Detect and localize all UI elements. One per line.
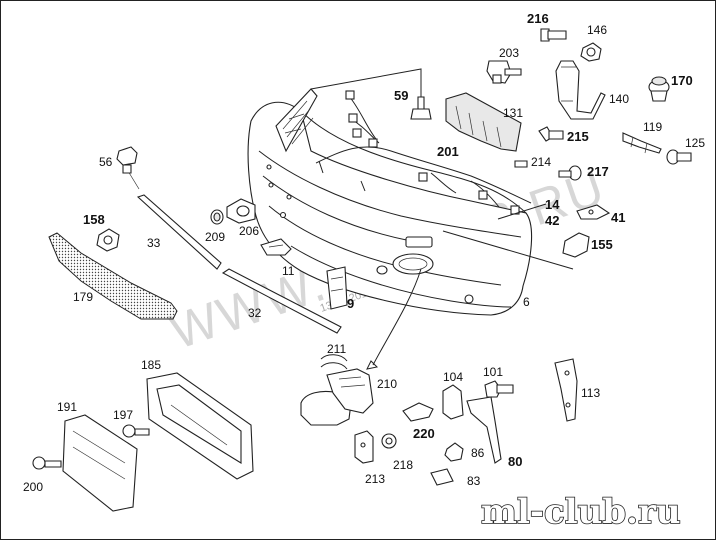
brand-watermark: ml-club.ru [481, 492, 681, 532]
fog-lamp-210 [300, 368, 374, 426]
callout-113: 113 [581, 386, 600, 400]
callout-104: 104 [443, 370, 463, 384]
callout-140: 140 [609, 92, 629, 106]
callout-209: 209 [205, 230, 225, 244]
pin-125 [666, 149, 692, 165]
callout-labels: 6 9 11 14 32 33 41 42 56 59 80 83 86 101… [23, 11, 705, 494]
strip-32 [221, 268, 342, 334]
callout-206: 206 [239, 224, 259, 238]
callout-217: 217 [587, 164, 609, 179]
wiring-harness-201 [315, 90, 532, 215]
callout-56: 56 [99, 155, 113, 169]
bumper-cover-6 [247, 88, 533, 316]
callout-32: 32 [248, 306, 262, 320]
bracket-131 [445, 92, 522, 152]
nut-158 [96, 228, 120, 252]
nut-146 [580, 42, 602, 62]
callout-14: 14 [545, 197, 560, 212]
screw-197 [122, 424, 150, 438]
clip-203 [486, 60, 522, 84]
bracket-213 [354, 430, 374, 464]
callout-42: 42 [545, 213, 559, 228]
sensor-206 [226, 198, 256, 224]
bracket-140 [555, 60, 606, 120]
cap-155 [562, 232, 590, 258]
callout-201: 201 [437, 144, 459, 159]
callout-220: 220 [413, 426, 435, 441]
bracket-11 [260, 238, 292, 256]
licence-plate-base-185 [146, 372, 254, 480]
callout-83: 83 [467, 474, 481, 488]
callout-214: 214 [531, 155, 551, 169]
grommet-170 [648, 76, 670, 102]
bracket-113 [554, 358, 578, 422]
callout-146: 146 [587, 23, 607, 37]
callout-158: 158 [83, 212, 105, 227]
callout-155: 155 [591, 237, 613, 252]
bracket-104 [442, 384, 464, 420]
grille-179 [48, 232, 178, 320]
callout-203: 203 [499, 46, 519, 60]
callout-216: 216 [527, 11, 549, 26]
callout-170: 170 [671, 73, 693, 88]
callout-131: 131 [503, 106, 523, 120]
callout-101: 101 [483, 365, 503, 379]
bracket-80 [466, 396, 502, 464]
callout-11: 11 [282, 264, 295, 278]
nut-218 [381, 433, 397, 449]
bolt-101 [484, 380, 514, 398]
callout-86: 86 [471, 446, 485, 460]
clip-119 [622, 132, 662, 154]
nut-86 [444, 442, 464, 462]
callout-125: 125 [685, 136, 705, 150]
callout-210: 210 [377, 377, 397, 391]
plate-holder-191 [62, 414, 138, 512]
callout-119: 119 [643, 120, 662, 134]
callout-211: 211 [327, 342, 346, 356]
screw-200 [32, 456, 62, 470]
callout-215: 215 [567, 129, 589, 144]
callout-41: 41 [611, 210, 625, 225]
callout-197: 197 [113, 408, 133, 422]
callout-59: 59 [394, 88, 408, 103]
screw-217 [558, 165, 582, 181]
callout-33: 33 [147, 236, 161, 250]
clip-83 [430, 468, 454, 486]
clip-41 [576, 204, 611, 220]
screw-59 [410, 96, 432, 120]
callout-200: 200 [23, 480, 43, 494]
strip-33 [136, 194, 222, 270]
pin-214 [514, 160, 528, 168]
callout-213: 213 [365, 472, 385, 486]
callout-6: 6 [523, 295, 530, 309]
callout-185: 185 [141, 358, 161, 372]
callout-218: 218 [393, 458, 413, 472]
bracket-9 [326, 266, 348, 310]
clip-220 [402, 402, 434, 422]
bolt-216 [540, 28, 567, 42]
callout-80: 80 [508, 454, 522, 469]
bolt-215 [538, 126, 564, 142]
bolt-56 [116, 146, 138, 174]
callout-191: 191 [57, 400, 77, 414]
grommet-209 [210, 209, 224, 225]
wire-211 [320, 354, 348, 370]
callout-9: 9 [347, 296, 354, 311]
callout-179: 179 [73, 290, 93, 304]
